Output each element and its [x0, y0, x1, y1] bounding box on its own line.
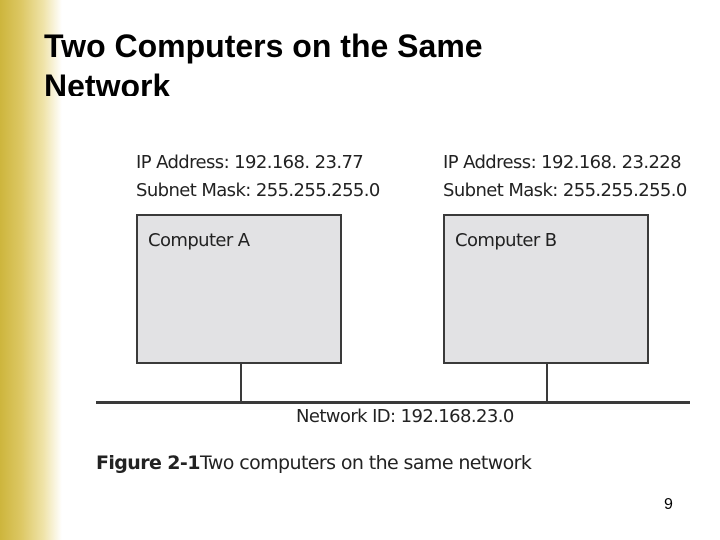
network-diagram: IP Address: 192.168. 23.77 Subnet Mask: …: [88, 140, 698, 485]
decorative-left-bar: [0, 0, 62, 540]
computer-a-box: Computer A: [136, 214, 342, 364]
computer-b-connector: [546, 364, 548, 402]
slide-title: Two Computers on the Same Network: [44, 28, 483, 96]
computer-b-subnet-mask: Subnet Mask: 255.255.255.0: [443, 180, 687, 201]
computer-a-connector: [240, 364, 242, 402]
computer-a-ip-address: IP Address: 192.168. 23.77: [136, 152, 364, 173]
network-id-label: Network ID: 192.168.23.0: [296, 406, 514, 427]
computer-b-ip-address: IP Address: 192.168. 23.228: [443, 152, 682, 173]
figure-number: Figure 2-1: [96, 452, 200, 474]
computer-a-label: Computer A: [148, 230, 250, 251]
computer-b-label: Computer B: [455, 230, 557, 251]
figure-caption: Two computers on the same network: [200, 452, 532, 474]
computer-a-subnet-mask: Subnet Mask: 255.255.255.0: [136, 180, 380, 201]
network-line: [96, 401, 690, 404]
computer-b-box: Computer B: [443, 214, 649, 364]
page-number: 9: [664, 496, 673, 513]
